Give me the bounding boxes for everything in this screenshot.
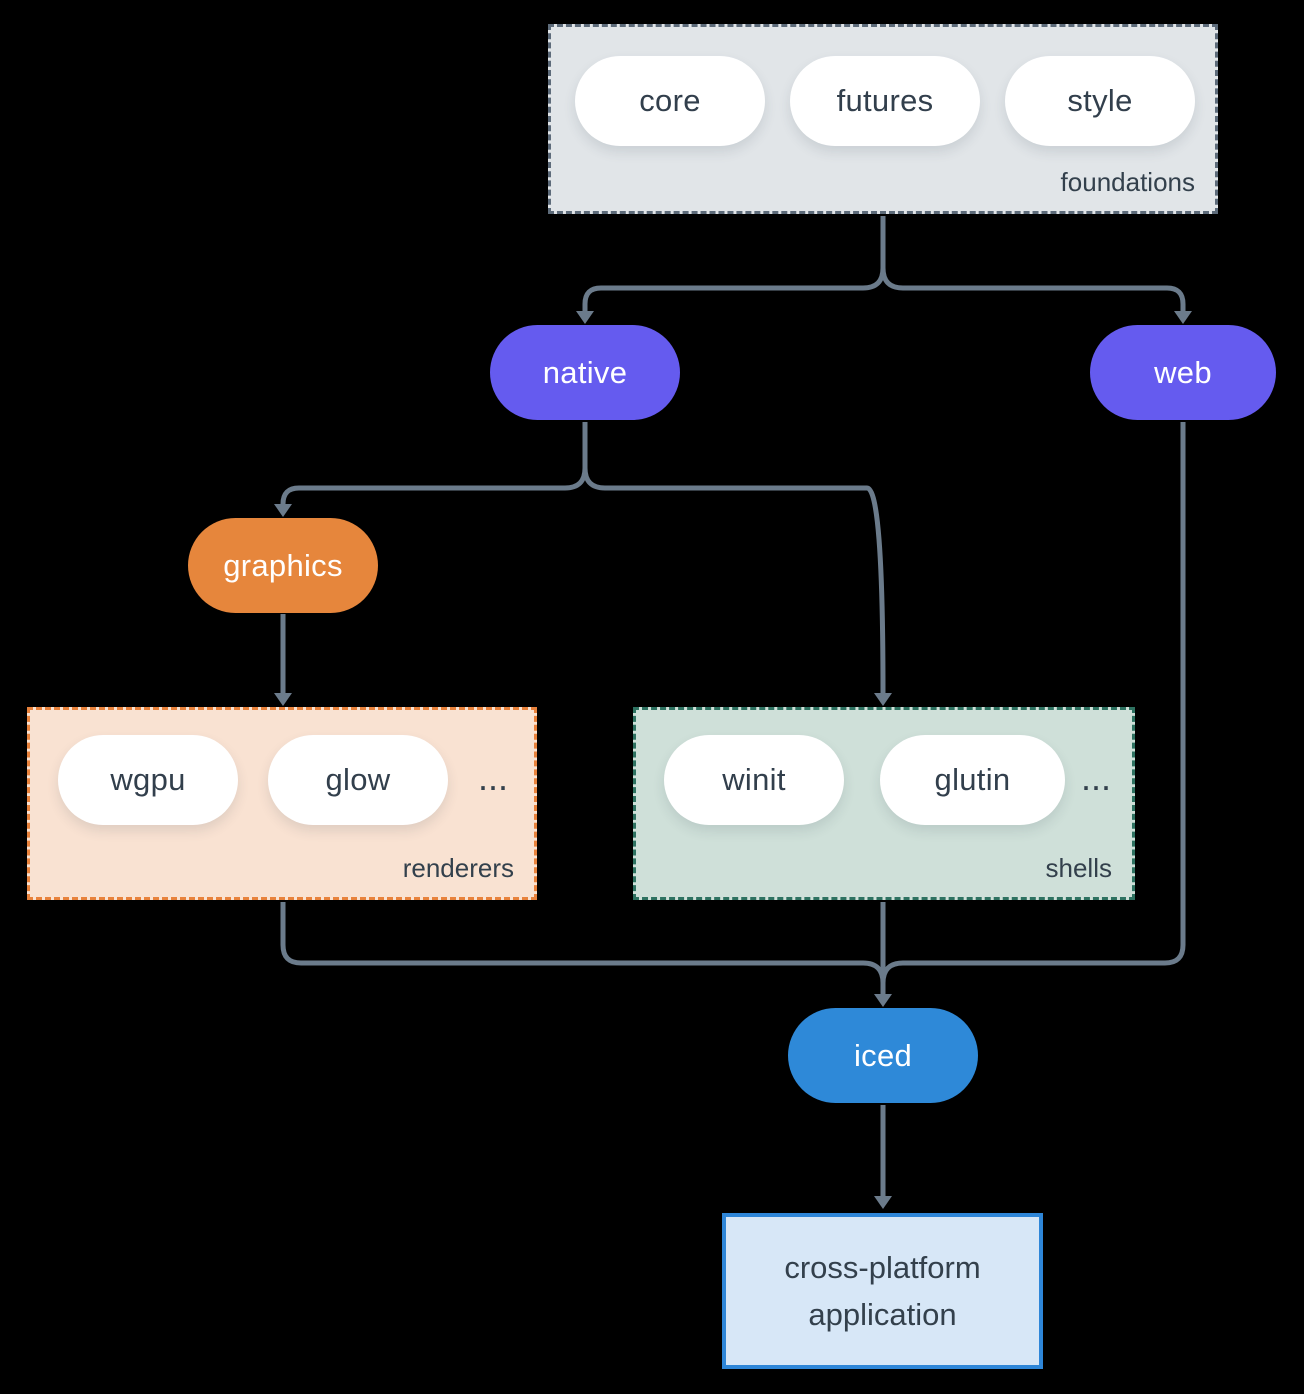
node-glow: glow: [268, 735, 448, 825]
node-winit: winit: [664, 735, 844, 825]
application-label-line1: cross-platform: [784, 1250, 981, 1285]
group-shells-label: shells: [1045, 853, 1112, 883]
application-label-line2: application: [808, 1297, 957, 1332]
group-shells: winit glutin ... shells: [633, 707, 1135, 900]
renderers-ellipsis: ...: [477, 757, 508, 798]
edge-native-graphics: [274, 467, 588, 517]
node-web: web: [1090, 325, 1276, 420]
edge-renderers-iced: [280, 902, 886, 984]
group-renderers-label: renderers: [402, 853, 514, 883]
edge-native-shells: [582, 467, 892, 706]
group-foundations-label: foundations: [1060, 167, 1195, 197]
group-foundations: core futures style foundations: [548, 24, 1218, 214]
node-futures: futures: [790, 56, 980, 146]
node-iced: iced: [788, 1008, 978, 1103]
edge-foundations-web: [880, 267, 1192, 324]
node-application: cross-platform application: [722, 1213, 1043, 1369]
node-glutin: glutin: [880, 735, 1065, 825]
edge-foundations-native: [576, 267, 886, 324]
group-renderers: wgpu glow ... renderers: [27, 707, 537, 900]
node-core: core: [575, 56, 765, 146]
node-native: native: [490, 325, 680, 420]
node-graphics: graphics: [188, 518, 378, 613]
node-wgpu: wgpu: [58, 735, 238, 825]
node-style: style: [1005, 56, 1195, 146]
shells-ellipsis: ...: [1080, 757, 1111, 798]
